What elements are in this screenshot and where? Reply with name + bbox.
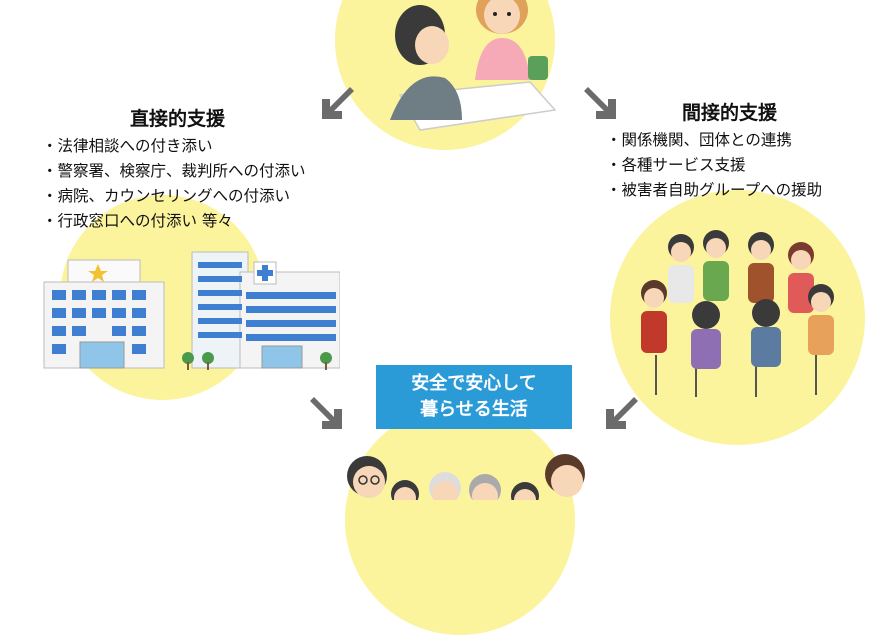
arrow-icon	[606, 397, 638, 429]
list-item: ・警察署、検察庁、裁判所への付添い	[42, 162, 306, 180]
list-item: ・関係機関、団体との連携	[606, 131, 792, 149]
goal-callout: 安全で安心して 暮らせる生活	[376, 365, 572, 429]
indirect-support-heading: 間接的支援	[682, 102, 778, 124]
list-item: ・被害者自助グループへの援助	[606, 181, 823, 199]
indirect-support-list: ・関係機関、団体との連携 ・各種サービス支援 ・被害者自助グループへの援助	[606, 128, 822, 203]
goal-line-1: 安全で安心して	[411, 373, 537, 394]
list-item: ・病院、カウンセリングへの付添い	[42, 187, 291, 205]
counseling-illustration	[390, 0, 557, 131]
bottom-circle	[345, 405, 575, 635]
direct-support-heading: 直接的支援	[130, 108, 226, 130]
list-item: ・法律相談への付き添い	[42, 137, 213, 155]
goal-line-2: 暮らせる生活	[420, 399, 528, 420]
arrow-icon	[310, 397, 342, 429]
list-item: ・行政窓口への付添い 等々	[42, 212, 233, 230]
list-item: ・各種サービス支援	[606, 156, 746, 174]
hospital-buildings-illustration	[43, 251, 340, 370]
arrow-icon	[584, 87, 616, 119]
family-illustration	[347, 454, 585, 500]
support-group-illustration	[641, 230, 834, 397]
arrow-icon	[322, 87, 354, 119]
direct-support-list: ・法律相談への付き添い ・警察署、検察庁、裁判所への付添い ・病院、カウンセリン…	[42, 134, 306, 234]
